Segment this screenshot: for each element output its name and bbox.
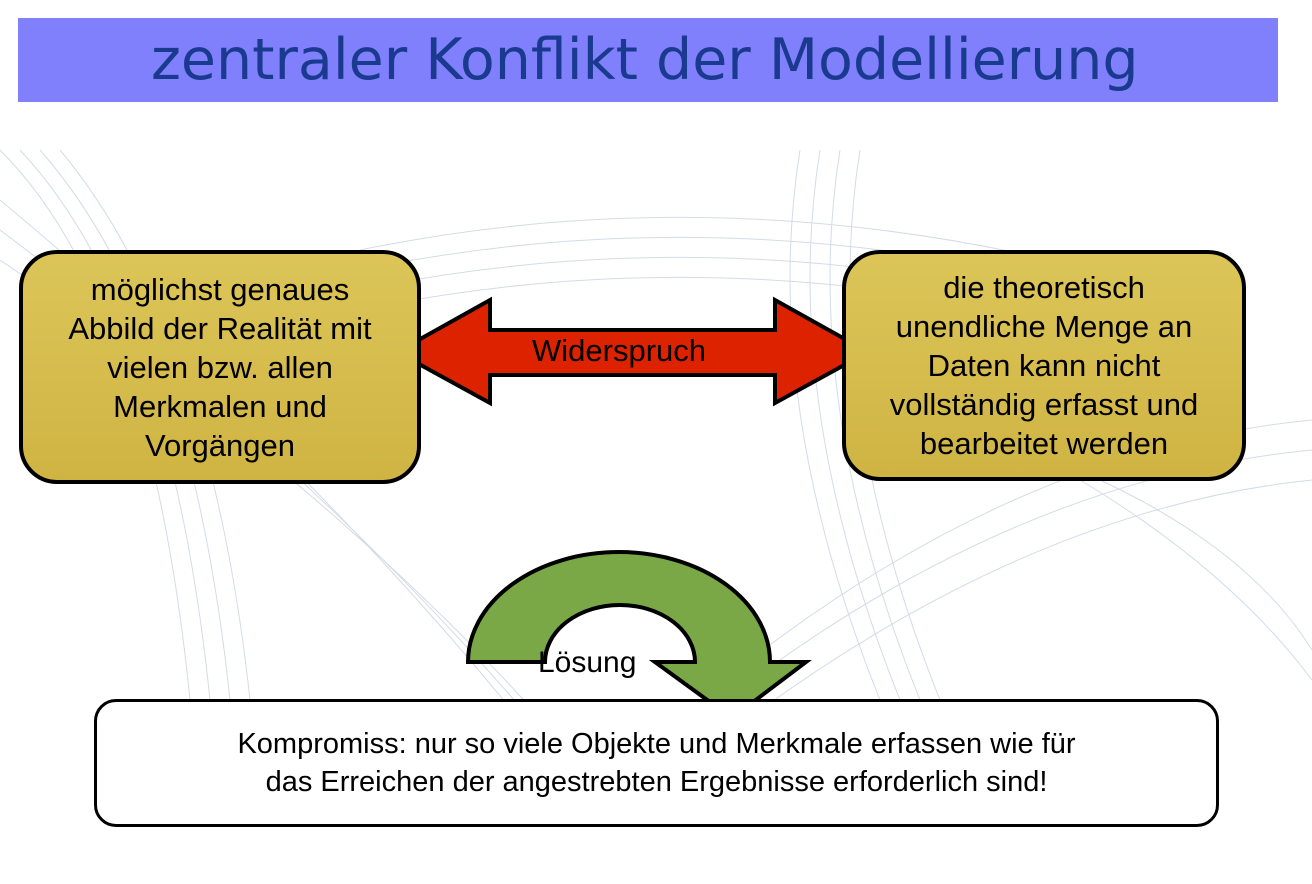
solution-curved-arrow — [465, 550, 812, 721]
realism-box: möglichst genaues Abbild der Realität mi… — [19, 250, 421, 484]
data-limit-line: die theoretisch — [943, 270, 1145, 305]
realism-line: Vorgängen — [145, 427, 295, 463]
title-bar: zentraler Konflikt der Modellierung — [18, 18, 1278, 102]
compromise-line: Kompromiss: nur so viele Objekte und Mer… — [237, 728, 1076, 760]
slide-title: zentraler Konflikt der Modellierung — [151, 27, 1139, 93]
realism-line: Abbild der Realität mit — [68, 310, 372, 346]
compromise-line: das Erreichen der angestrebten Ergebniss… — [265, 766, 1048, 798]
compromise-box: Kompromiss: nur so viele Objekte und Mer… — [94, 699, 1219, 827]
data-limit-line: Daten kann nicht — [927, 348, 1161, 383]
data-limit-box: die theoretisch unendliche Menge an Date… — [842, 250, 1246, 481]
data-limit-line: vollständig erfasst und — [889, 387, 1199, 422]
data-limit-line: bearbeitet werden — [919, 426, 1169, 461]
conflict-label: Widerspruch — [532, 333, 706, 368]
solution-label: Lösung — [538, 646, 637, 679]
realism-line: möglichst genaues — [90, 271, 350, 307]
realism-line: Merkmalen und — [113, 388, 327, 424]
data-limit-line: unendliche Menge an — [895, 309, 1193, 344]
realism-line: vielen bzw. allen — [107, 349, 333, 385]
